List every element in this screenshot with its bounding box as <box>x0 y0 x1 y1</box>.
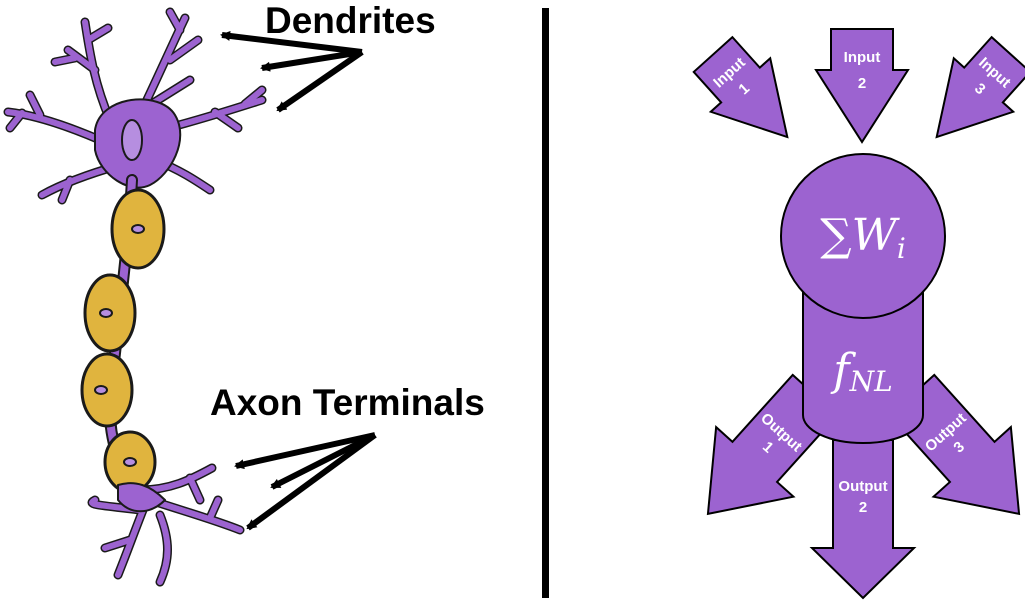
artificial-neuron: Input 2 Input 1 Input 3 Output 1 Output … <box>692 28 1025 600</box>
input-2-num: 2 <box>858 75 866 92</box>
output-arrow-2: Output 2 <box>809 439 917 600</box>
axon-terminals <box>87 463 245 587</box>
weighted-sum: ∑Wi <box>820 210 906 265</box>
input-arrow-1: Input 1 <box>692 35 789 139</box>
summation-node: ∑Wi <box>780 153 946 319</box>
divider-line <box>542 8 549 598</box>
axon-terminals-arrows <box>234 432 377 531</box>
cell-nucleus <box>121 119 143 161</box>
input-2-word: Input <box>844 49 881 66</box>
input-arrow-3: Input 3 <box>935 35 1025 139</box>
axon-terminals-label: Axon Terminals <box>210 382 485 423</box>
dendrites-label: Dendrites <box>265 0 436 41</box>
output-2-num: 2 <box>859 499 867 516</box>
dendrites-arrows <box>220 31 364 113</box>
output-2-word: Output <box>838 478 887 495</box>
myelin-sheaths <box>80 188 166 494</box>
input-arrow-2: Input 2 <box>814 28 910 144</box>
biological-neuron <box>3 7 267 587</box>
